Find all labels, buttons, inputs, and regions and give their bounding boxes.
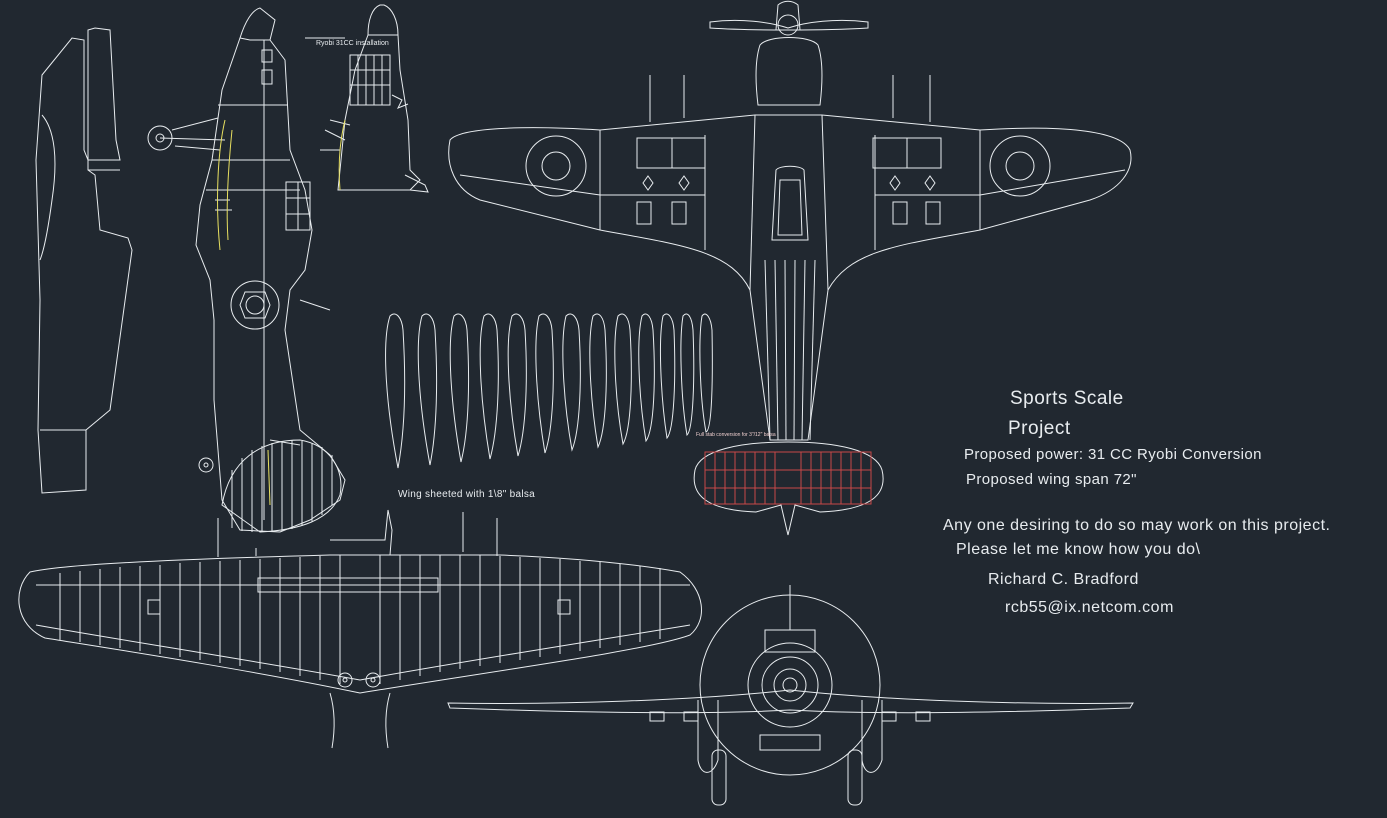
front-view: [448, 585, 1133, 805]
engine-installation-label: Ryobi 31CC installation: [316, 40, 389, 47]
invite-note-line-1: Any one desiring to do so may work on th…: [943, 517, 1331, 534]
airfoil-rib-templates: [386, 314, 713, 468]
invite-note-line-2: Please let me know how you do\: [956, 541, 1201, 558]
proposed-power-note: Proposed power: 31 CC Ryobi Conversion: [964, 446, 1262, 463]
title-line-1: Sports Scale: [1010, 388, 1124, 409]
wing-plan-structure: [19, 510, 702, 748]
top-view-planform: [449, 1, 1131, 440]
stab-conversion-label: Full stab conversion for 3"/12" balsa: [696, 432, 776, 438]
title-line-2: Project: [1008, 418, 1071, 439]
wing-sheeting-note: Wing sheeted with 1\8" balsa: [398, 489, 536, 500]
cowl-highlight-lines: [218, 120, 270, 505]
proposed-span-note: Proposed wing span 72": [966, 471, 1137, 488]
engine-installation-view: [305, 5, 428, 192]
author-email: rcb55@ix.netcom.com: [1005, 599, 1174, 616]
fuselage-side-view: [148, 8, 345, 532]
tailplane-top-view: [694, 442, 883, 535]
author-name: Richard C. Bradford: [988, 571, 1139, 588]
fuselage-profile-outline: [36, 28, 132, 493]
engine-highlight: [339, 120, 345, 190]
tailplane-ribs: [705, 452, 871, 504]
